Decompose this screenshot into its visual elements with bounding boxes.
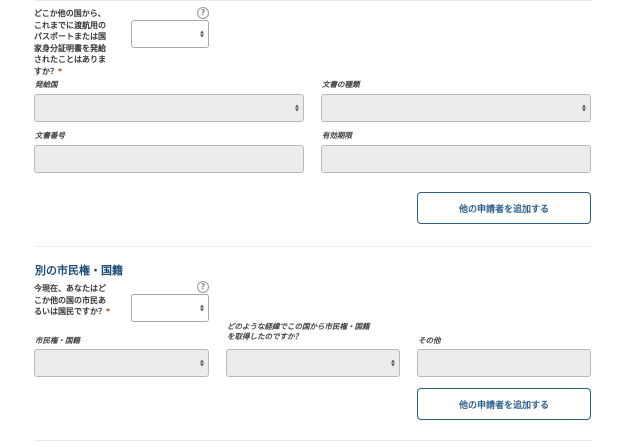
citizenship-question: 今現在、あなたはど こか他の国の市民あ るいは国民ですか？* (34, 283, 134, 318)
select-arrows-icon (581, 104, 586, 112)
other-input[interactable] (417, 349, 591, 377)
citizenship-question-text: 今現在、あなたはど こか他の国の市民あ るいは国民ですか？ (34, 284, 106, 316)
citizenship-select[interactable] (34, 349, 209, 377)
required-mark: * (58, 66, 63, 76)
top-divider (34, 0, 592, 1)
bottom-divider (34, 440, 592, 441)
document-type-label: 文書の種類 (322, 80, 360, 89)
citizenship-label: 市民権・国籍 (35, 336, 80, 345)
select-arrows-icon (199, 359, 204, 367)
add-applicant-button[interactable]: 他の申請者を追加する (417, 388, 591, 420)
other-label: その他 (418, 336, 441, 345)
expiry-label: 有効期限 (322, 131, 352, 140)
citizenship-section-title: 別の市民権・国籍 (35, 264, 123, 277)
issuing-country-label: 発給国 (35, 80, 58, 89)
required-mark: * (106, 307, 111, 316)
expiry-input[interactable] (321, 145, 591, 173)
passport-question-text: どこか他の国から、 これまでに渡航用の パスポートまたは国 家身分証明書を発給 … (34, 9, 106, 76)
document-type-select[interactable] (321, 94, 591, 122)
issuing-country-select[interactable] (34, 94, 304, 122)
document-number-label: 文書番号 (35, 131, 65, 140)
select-arrows-icon (390, 359, 395, 367)
document-number-input[interactable] (34, 145, 304, 173)
select-arrows-icon (199, 30, 204, 38)
add-applicant-button[interactable]: 他の申請者を追加する (417, 192, 591, 224)
how-acquired-label: どのような経緯でこの国から市民権・国籍 を取得したのですか？ (227, 322, 370, 341)
select-arrows-icon (294, 104, 299, 112)
passport-question: どこか他の国から、 これまでに渡航用の パスポートまたは国 家身分証明書を発給 … (34, 8, 134, 77)
help-icon[interactable]: ? (197, 281, 209, 293)
section-divider (34, 246, 592, 247)
citizenship-yes-no-select[interactable] (131, 294, 209, 322)
help-icon[interactable]: ? (197, 7, 209, 19)
passport-yes-no-select[interactable] (131, 20, 209, 48)
select-arrows-icon (199, 304, 204, 312)
how-acquired-select[interactable] (226, 349, 400, 377)
